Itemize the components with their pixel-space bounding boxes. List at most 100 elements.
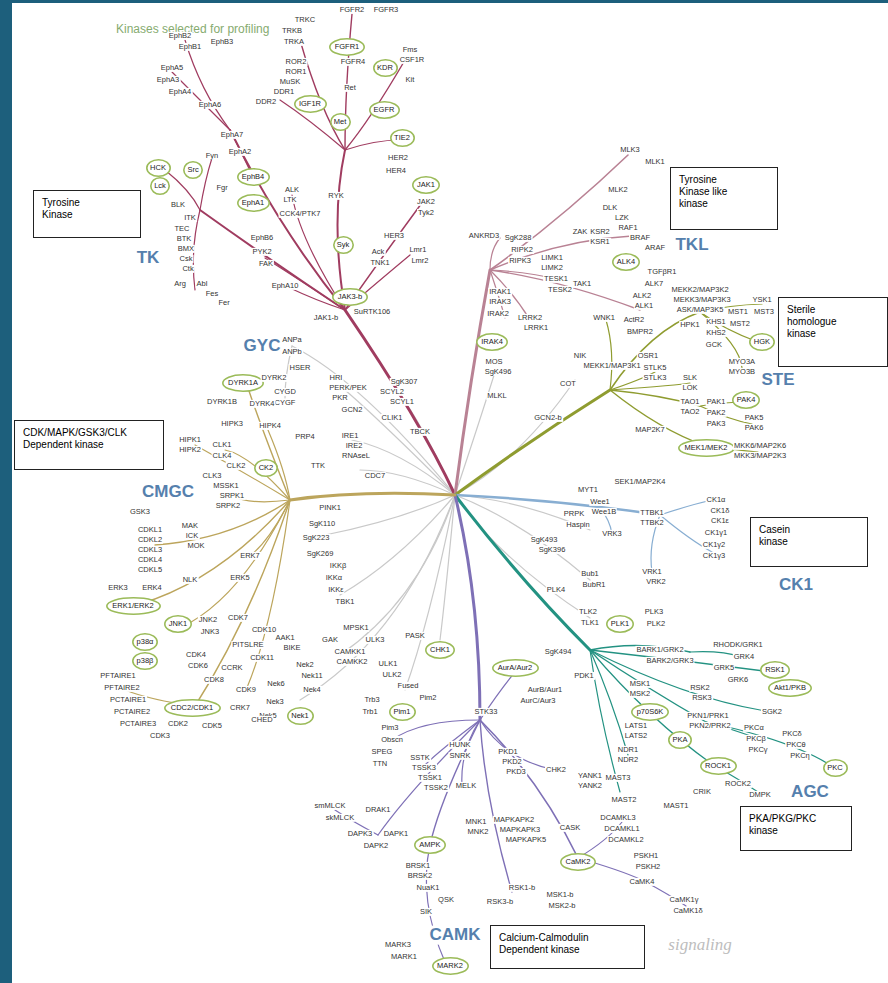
ste-branches xyxy=(455,304,762,495)
kinase-label: Ctk xyxy=(181,265,194,273)
kinase-label: WNK1 xyxy=(592,314,616,322)
highlight-outline xyxy=(333,237,352,253)
kinase-label: GAK xyxy=(321,636,339,644)
kinase-highlight: JAK1 xyxy=(412,176,440,194)
kinase-highlight: EphA1 xyxy=(237,194,270,212)
kinase-label: BMX xyxy=(177,245,195,253)
kinase-label: AurB/Aur1 xyxy=(527,686,564,694)
kinase-label: PCTAIRE2 xyxy=(113,708,151,716)
kinase-name: RSK1 xyxy=(765,666,785,674)
kinase-label: Kit xyxy=(405,76,416,84)
kinase-label: SNRK xyxy=(449,752,472,760)
kinase-highlight: AurA/Aur2 xyxy=(492,659,539,677)
branch xyxy=(606,320,612,390)
kinase-label: STLK5 xyxy=(643,364,668,372)
branch xyxy=(340,495,455,595)
kinase-label: Lmr2 xyxy=(410,257,429,265)
kinase-label: BRSK1 xyxy=(405,862,432,870)
kinase-label: DLK xyxy=(602,204,619,212)
kinase-label: Ack xyxy=(371,248,386,256)
group-name: STE xyxy=(759,371,796,390)
branch xyxy=(590,650,628,755)
kinase-label: Arg xyxy=(173,280,187,288)
kinase-label: RYK xyxy=(327,192,344,200)
kinase-highlight: CHK1 xyxy=(425,641,455,659)
kinase-label: BTK xyxy=(176,235,193,243)
branch xyxy=(352,440,455,495)
kinase-label: IKKβ xyxy=(329,562,347,570)
kinase-label: SgK493 xyxy=(530,536,559,544)
kinase-label: MAPKAPK3 xyxy=(499,826,541,834)
callout-text: PKA/PKG/PKC kinase xyxy=(749,813,829,837)
kinase-label: JNK3 xyxy=(200,628,220,636)
kinase-label: CDK10 xyxy=(251,626,277,634)
kinase-label: CHED xyxy=(250,716,273,724)
kinase-label: EphB1 xyxy=(178,43,203,51)
highlight-outline xyxy=(237,195,268,211)
callout-text: Tyrosine Kinase xyxy=(42,197,102,221)
kinase-label: MLK1 xyxy=(644,158,666,166)
kinase-label: KHS1 xyxy=(705,318,727,326)
kinase-label: NDR1 xyxy=(617,746,639,754)
kinase-name: CK2 xyxy=(259,464,274,472)
kinase-label: Lmr1 xyxy=(408,246,427,254)
kinase-label: ANPa xyxy=(281,336,303,344)
kinase-name: IRAK4 xyxy=(481,338,503,346)
kinase-label: HIPK1 xyxy=(178,436,202,444)
kinase-label: SSTK xyxy=(409,754,431,762)
kinase-label: DDR2 xyxy=(255,98,277,106)
kinase-label: CLK2 xyxy=(226,462,247,470)
kinase-label: PFTAIRE1 xyxy=(99,672,136,680)
highlight-outline xyxy=(164,700,219,716)
highlight-outline xyxy=(823,760,846,776)
kinase-label: MSK2-b xyxy=(547,902,576,910)
kinase-label: DAPK2 xyxy=(363,842,390,850)
kinase-label: Ret xyxy=(343,84,357,92)
highlight-outline xyxy=(390,130,413,146)
branch xyxy=(172,72,230,130)
kinase-name: DYRK1A xyxy=(228,379,258,387)
kinase-label: LRRK2 xyxy=(517,314,543,322)
ck1-branches xyxy=(455,495,712,572)
kinase-label: BARK1/GRK2 xyxy=(635,646,684,654)
kinase-label: ALK7 xyxy=(644,280,664,288)
kinase-highlight: KDR xyxy=(373,59,398,77)
kinase-label: MuSK xyxy=(279,78,301,86)
kinase-label: PKCγ xyxy=(747,746,768,754)
kinase-label: PKCα xyxy=(743,724,765,732)
highlight-outline xyxy=(700,758,735,774)
kinase-label: MST3 xyxy=(753,308,775,316)
kinase-label: DYRK1B xyxy=(206,398,238,406)
kinase-label: CaMK4 xyxy=(628,878,655,886)
kinase-highlight: PKC xyxy=(823,759,848,777)
kinase-label: SRPK1 xyxy=(219,492,246,500)
diagram-title: Kinases selected for profiling xyxy=(116,22,269,36)
branch xyxy=(180,500,290,628)
kinase-label: CDKL5 xyxy=(137,566,163,574)
kinase-name: IGF1R xyxy=(299,100,321,108)
group-name: AGC xyxy=(789,783,831,802)
kinase-label: PCTAIRE3 xyxy=(119,720,157,728)
callout-box: CDK/MAPK/GSK3/CLK Dependent kinase xyxy=(14,420,164,470)
kinase-label: CDC7 xyxy=(364,472,386,480)
highlight-outline xyxy=(561,854,595,870)
kinase-label: EphA7 xyxy=(220,131,245,139)
kinase-label: ANKRD3 xyxy=(468,232,500,240)
branch xyxy=(185,40,230,130)
highlight-outline xyxy=(389,704,414,720)
kinase-label: TEC xyxy=(174,225,191,233)
callout-box: Casein kinase xyxy=(750,517,868,567)
callout-text: CDK/MAPK/GSK3/CLK Dependent kinase xyxy=(23,427,141,451)
kinase-highlight: Syk xyxy=(333,236,354,254)
kinase-label: CK1γ3 xyxy=(702,552,727,560)
kinase-label: LZK xyxy=(614,214,630,222)
kinase-label: VRK2 xyxy=(645,578,667,586)
kinase-label: ICK xyxy=(185,532,200,540)
branch xyxy=(480,720,512,892)
kinase-label: TLK2 xyxy=(578,608,598,616)
branch xyxy=(195,500,290,706)
kinase-label: LATS2 xyxy=(624,732,648,740)
branch xyxy=(246,500,290,690)
kinase-label: TSSK2 xyxy=(423,784,449,792)
